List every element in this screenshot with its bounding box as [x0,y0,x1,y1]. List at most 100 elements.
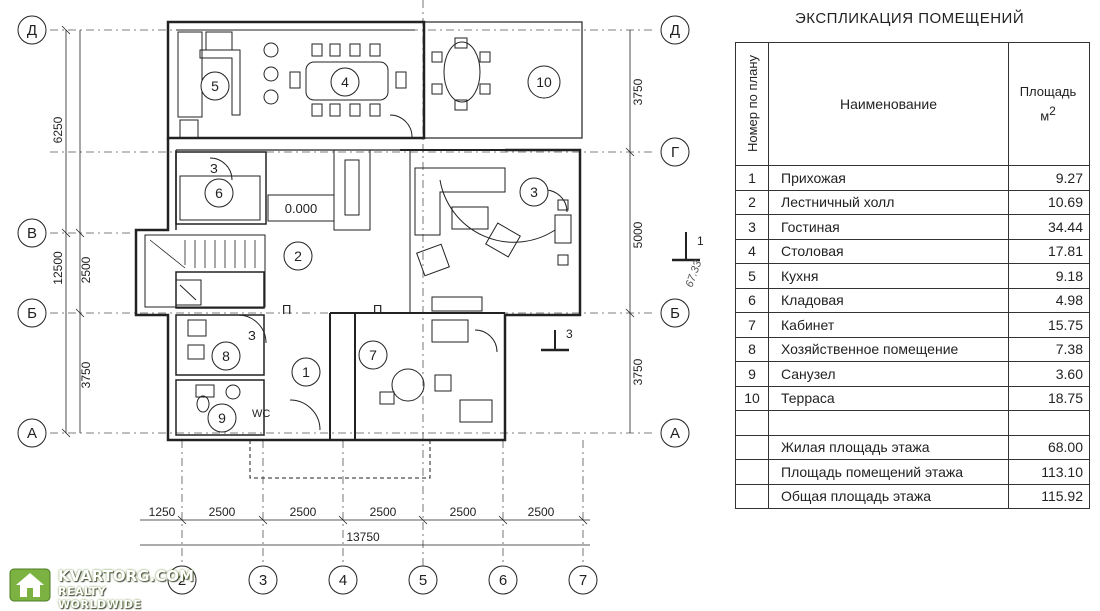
level-mark: 0.000 [285,201,318,216]
room-8-number: 8 [222,348,230,364]
handwritten-note: 67.33 [684,258,705,289]
table-row-empty [735,410,1090,436]
dining-set [289,43,413,138]
axis-5: 5 [419,572,427,589]
axis-7: 7 [579,572,587,589]
dim-left-3750: 3750 [79,361,93,388]
row-area: 18.75 [1008,385,1090,411]
row-name: Столовая [768,238,1009,264]
axis-g-right: Г [671,144,679,161]
room-6-number: 6 [215,185,223,201]
room-numbers: 1 2 3 4 5 6 7 8 9 10 [211,74,552,426]
row-name: Кладовая [768,287,1009,313]
level-mark-box [267,194,335,222]
row-name: Кухня [768,263,1009,289]
total-name: Площадь помещений этажа [768,459,1009,485]
row-num: 2 [735,189,769,215]
axis-4: 4 [339,572,347,589]
room-7-number: 7 [369,347,377,363]
row-name: Гостиная [768,214,1009,240]
stair-treads [149,239,256,269]
row-num: 4 [735,238,769,264]
row-name: Терраса [768,385,1009,411]
total-area: 115.92 [1008,483,1090,509]
header-num-label: Номер по плану [744,55,760,153]
dimension-labels: 6250 1 2500 2500 3750 3750 5000 3750 1250… [51,78,645,544]
dim-bottom-1250: 1250 [149,505,176,519]
dim-right-5000: 5000 [631,221,645,248]
door-mark-p-hall: П [282,302,291,317]
wc-fixtures [175,279,241,413]
row-area: 4.98 [1008,287,1090,313]
total-name: Жилая площадь этажа [768,434,1009,460]
axis-3: 3 [259,572,267,589]
row-area: 17.81 [1008,238,1090,264]
row-area: 3.60 [1008,361,1090,387]
axis-bubbles [17,15,690,595]
axis-d-right: Д [670,22,680,39]
axis-a-left: А [27,425,37,442]
door-mark-z-storage: З [210,161,218,176]
row-area: 15.75 [1008,312,1090,338]
row-area: 7.38 [1008,336,1090,362]
row-name: Кабинет [768,312,1009,338]
door-marks: З З П П. WC [210,161,386,420]
room-3-number: 3 [530,184,538,200]
row-num: 7 [735,312,769,338]
room-4-number: 4 [341,74,349,90]
dim-left-2500: 2500 [79,256,93,283]
axis-2: 2 [178,572,186,589]
kitchen-furniture [177,31,279,139]
room-10-number: 10 [536,74,552,90]
watermark-line1: KVARTORG.COM [58,567,194,585]
dim-bottom-2500-c: 2500 [370,505,397,519]
terrace-table [431,37,491,111]
row-name: Санузел [768,361,1009,387]
header-area-sup: 2 [1049,103,1056,118]
dim-left-6250: 6250 [51,116,65,143]
floor-plan-drawing: Д В Б А Д Г Б А 2 3 4 5 6 7 6250 1 [17,0,705,595]
walls [134,20,583,479]
kvartorg-watermark: KVARTORG.COM REALTY WORLDWIDE [8,565,194,611]
room-1-number: 1 [302,364,310,380]
row-num: 9 [735,361,769,387]
axis-b-left: Б [27,305,37,322]
dim-bottom-2500-e: 2500 [528,505,555,519]
header-name-label: Наименование [839,96,938,112]
total-area: 68.00 [1008,434,1090,460]
header-name: Наименование [768,42,1009,166]
room-9-number: 9 [218,410,226,426]
office-furniture [379,319,498,423]
dim-right-3750-top: 3750 [631,78,645,105]
row-area: 34.44 [1008,214,1090,240]
row-num: 1 [735,165,769,191]
total-name: Общая площадь этажа [768,483,1009,509]
row-area: 9.18 [1008,263,1090,289]
room-bubbles [200,65,561,433]
living-room-furniture [333,149,572,312]
row-num: 3 [735,214,769,240]
row-area: 9.27 [1008,165,1090,191]
door-mark-z-utility: З [248,328,256,343]
row-name: Прихожая [768,165,1009,191]
dim-total-13750: 13750 [346,530,380,544]
house-logo-icon [9,568,51,602]
axis-labels: Д В Б А Д Г Б А 2 3 4 5 6 7 [27,22,680,589]
wc-label: WC [252,408,270,420]
row-area: 10.69 [1008,189,1090,215]
dim-bottom-2500-b: 2500 [290,505,317,519]
dim-right-3750-bottom: 3750 [631,358,645,385]
explication-title: ЭКСПЛИКАЦИЯ ПОМЕЩЕНИЙ [795,10,1025,27]
